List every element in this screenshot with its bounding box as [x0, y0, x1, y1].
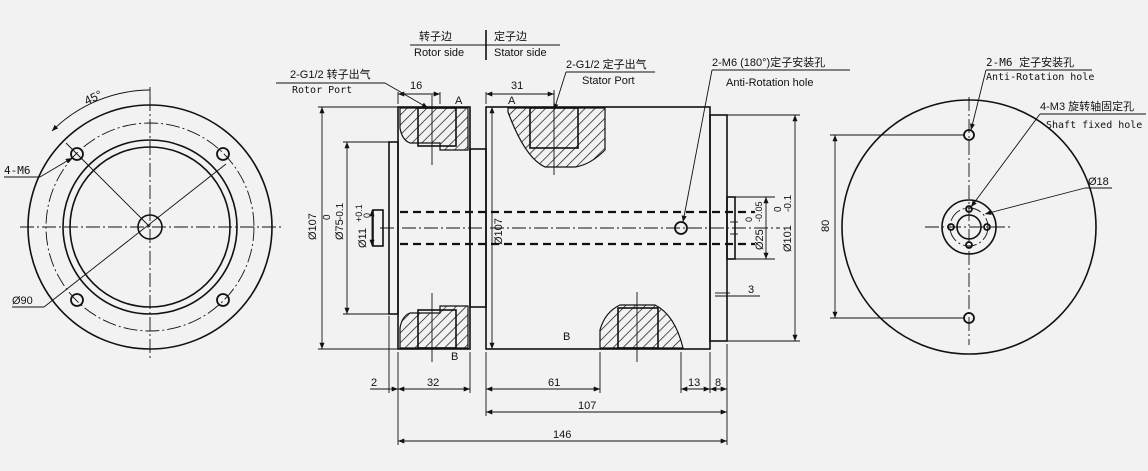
mounting-hole [70, 293, 84, 307]
mounting-hole [216, 147, 230, 161]
anti-rotation-en: Anti-Rotation hole [726, 77, 813, 89]
anti-rotation-cn: 2-M6 (180°)定子安装孔 [712, 55, 825, 69]
rotor-port-en: Rotor Port [292, 85, 352, 96]
stator-port-en: Stator Port [582, 75, 635, 87]
dia-11: Ø11 [357, 228, 369, 248]
mounting-hole [216, 293, 230, 307]
dim-61: 61 [548, 377, 560, 389]
dim-146: 146 [553, 429, 571, 441]
dim-32: 32 [427, 377, 439, 389]
section-view: A A B B 2-G1/2 转子出气 Rotor Port 2-G1/2 定子… [276, 55, 850, 445]
side-header: 转子边 Rotor side 定子边 Stator side [410, 29, 560, 60]
dim-16: 16 [410, 80, 422, 92]
dia-75: Ø75 [334, 219, 346, 240]
hole-4m6-label: 4-M6 [4, 164, 31, 177]
mark-b-stator: B [563, 331, 570, 343]
dia-107-left: Ø107 [307, 213, 319, 240]
shaft-hole-en: Shaft fixed hole [1046, 120, 1142, 131]
stator-side-en: Stator side [494, 47, 547, 59]
dia-25: Ø25 [754, 229, 766, 250]
dim-8: 8 [715, 377, 721, 389]
shaft-fixed-hole [983, 223, 991, 231]
stator-port-cn: 2-G1/2 定子出气 [566, 57, 647, 71]
left-end-view: 45° 4-M6 Ø90 [4, 87, 282, 358]
tol-101-upper: 0 [773, 206, 784, 212]
tol-101-lower: -0.1 [783, 194, 794, 212]
angle-45-label: 45° [82, 87, 105, 107]
mark-a-stator: A [508, 95, 516, 107]
tol-75-lower: -0.1 [335, 202, 346, 220]
anti-rotation-hole [674, 221, 688, 235]
rotor-side-cn: 转子边 [419, 29, 452, 43]
tol-25-lower: -0.05 [754, 201, 764, 222]
shaft-fixed-hole [947, 223, 955, 231]
right-anti-rotation-en: Anti-Rotation hole [986, 72, 1094, 83]
mark-b-rotor: B [451, 351, 458, 363]
dim-13: 13 [688, 377, 700, 389]
dim-3: 3 [748, 284, 754, 296]
shaft-hole-cn: 4-M3 旋转轴固定孔 [1040, 99, 1134, 113]
mounting-hole [70, 147, 84, 161]
rotor-side-en: Rotor side [414, 47, 464, 59]
dim-31: 31 [511, 80, 523, 92]
dim-107: 107 [578, 400, 596, 412]
right-end-view: 80 2-M6 定子安装孔 Anti-Rotation hole 4-M3 旋转… [820, 55, 1146, 355]
tol-11-upper: +0.1 [354, 204, 364, 222]
shaft-fixed-hole [965, 241, 973, 249]
right-anti-rotation-cn: 2-M6 定子安装孔 [986, 55, 1074, 69]
diameter-90-label: Ø90 [12, 295, 33, 307]
rotor-port-cn: 2-G1/2 转子出气 [290, 67, 371, 81]
tol-11-lower: 0 [362, 213, 372, 218]
shaft-fixed-hole [965, 205, 973, 213]
dim-2: 2 [371, 377, 377, 389]
dia-101: Ø101 [782, 225, 794, 252]
diameter-18-label: Ø18 [1088, 176, 1109, 188]
dia-107-inner: Ø107 [493, 218, 505, 245]
tol-75-upper: 0 [322, 214, 333, 220]
stator-side-cn: 定子边 [494, 29, 527, 43]
tol-25-upper: 0 [744, 217, 754, 222]
mark-a-rotor: A [455, 95, 463, 107]
dim-80: 80 [820, 220, 832, 232]
